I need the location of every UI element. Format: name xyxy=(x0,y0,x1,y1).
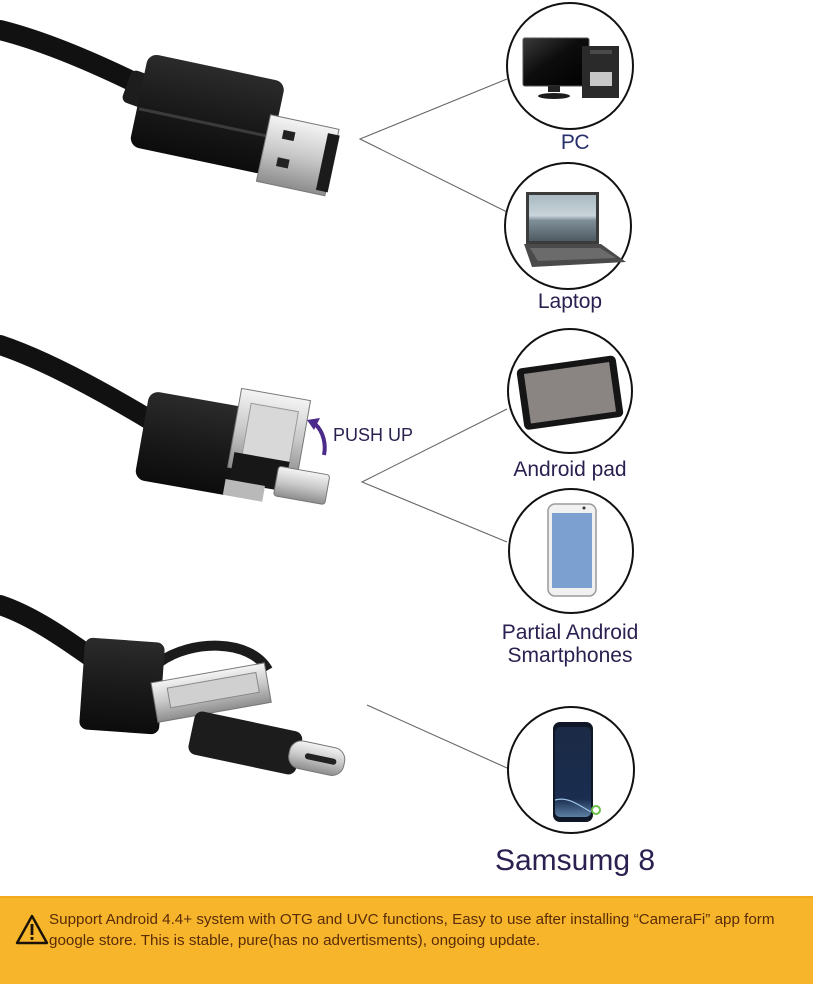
android-pad-device-circle xyxy=(507,328,633,454)
pc-device-circle xyxy=(506,2,634,130)
android-phone-device-circle xyxy=(508,488,634,614)
device-label-line1: Partial Android xyxy=(501,621,639,644)
device-label-samsung-8: Samsumg 8 xyxy=(494,844,656,877)
connector-line-samsung xyxy=(366,704,508,769)
push-up-annotation: PUSH UP xyxy=(333,425,414,445)
desktop-pc-icon xyxy=(522,37,619,99)
device-label-line2: Smartphones xyxy=(507,643,633,667)
device-label-laptop: Laptop xyxy=(537,290,603,313)
android-phone-icon xyxy=(547,503,597,597)
device-label-pc: PC xyxy=(560,131,590,154)
warning-icon xyxy=(15,914,49,945)
usb-a-cable-image xyxy=(0,20,340,197)
laptop-device-circle xyxy=(504,162,632,290)
laptop-icon xyxy=(524,192,626,267)
connector-lines-pc-laptop xyxy=(358,78,508,213)
push-up-arrow-icon xyxy=(307,418,327,456)
tablet-icon xyxy=(516,355,624,430)
micro-usb-cable-image xyxy=(0,335,330,505)
device-label-android-pad: Android pad xyxy=(513,458,627,481)
usb-type-c-cable-image xyxy=(0,595,346,776)
compatibility-notice-banner: Support Android 4.4+ system with OTG and… xyxy=(0,896,813,984)
samsung-s8-icon xyxy=(553,722,601,822)
samsung-s8-device-circle xyxy=(507,706,635,834)
device-label-partial-android-smartphones: Partial Android Smartphones xyxy=(470,621,670,667)
connector-lines-pad-phone xyxy=(360,408,508,543)
notice-text: Support Android 4.4+ system with OTG and… xyxy=(49,911,775,949)
